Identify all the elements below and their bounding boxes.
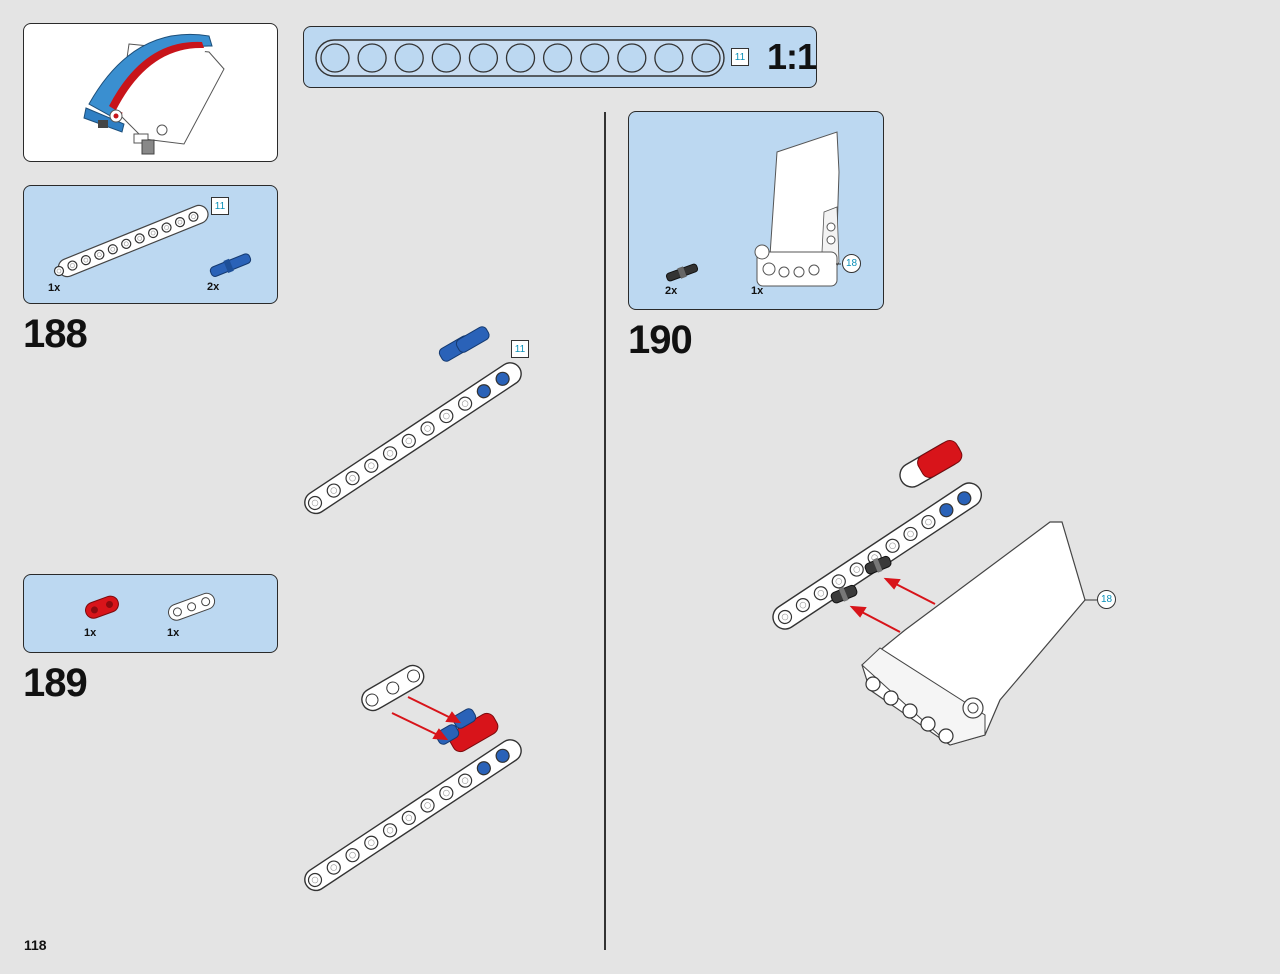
beam-length-badge: 11 [211,197,229,215]
step-189-illustration [304,664,522,892]
column-divider [604,112,606,950]
ruler-hole [580,43,610,73]
ruler-hole [505,43,536,73]
submodel-preview [23,23,278,162]
ruler-hole [617,43,647,73]
ruler-hole [320,43,350,73]
ruler-beam-illustration [315,39,725,77]
step-number: 189 [23,661,88,705]
part-qty: 1x [167,627,180,639]
part-qty: 2x [207,281,220,293]
ruler-hole [691,43,721,73]
step-190-parts-illustration [665,131,841,287]
page-number: 118 [24,937,47,953]
ruler-hole [357,43,387,73]
panel-length-badge: 18 [842,254,861,273]
ruler-hole [468,43,499,73]
submodel-illustration [83,33,225,155]
ruler-hole [654,43,684,73]
part-qty: 1x [84,627,97,639]
ruler-hole [542,43,573,73]
callout-length-badge: 18 [1097,590,1116,609]
part-qty: 1x [48,282,61,294]
step-188-illustration [304,326,522,515]
step-190-parts-callout: 18 2x 1x [628,111,884,310]
step-189-parts-callout: 1x 1x [23,574,278,653]
step-188-parts-callout: 11 1x 2x [23,185,278,304]
ruler-length-badge: 11 [731,48,749,66]
ruler-panel: 11 1:1 [303,26,817,88]
ruler-hole [431,43,461,73]
step-number: 188 [23,312,88,356]
step-189-parts-illustration [85,592,216,621]
callout-length-badge: 11 [511,340,529,358]
step-number: 190 [628,318,693,362]
ruler-hole [394,43,424,73]
ruler-scale-label: 1:1 [767,36,817,77]
part-qty: 1x [751,285,764,297]
part-qty: 2x [665,285,678,297]
step-188-parts-illustration [53,204,252,278]
